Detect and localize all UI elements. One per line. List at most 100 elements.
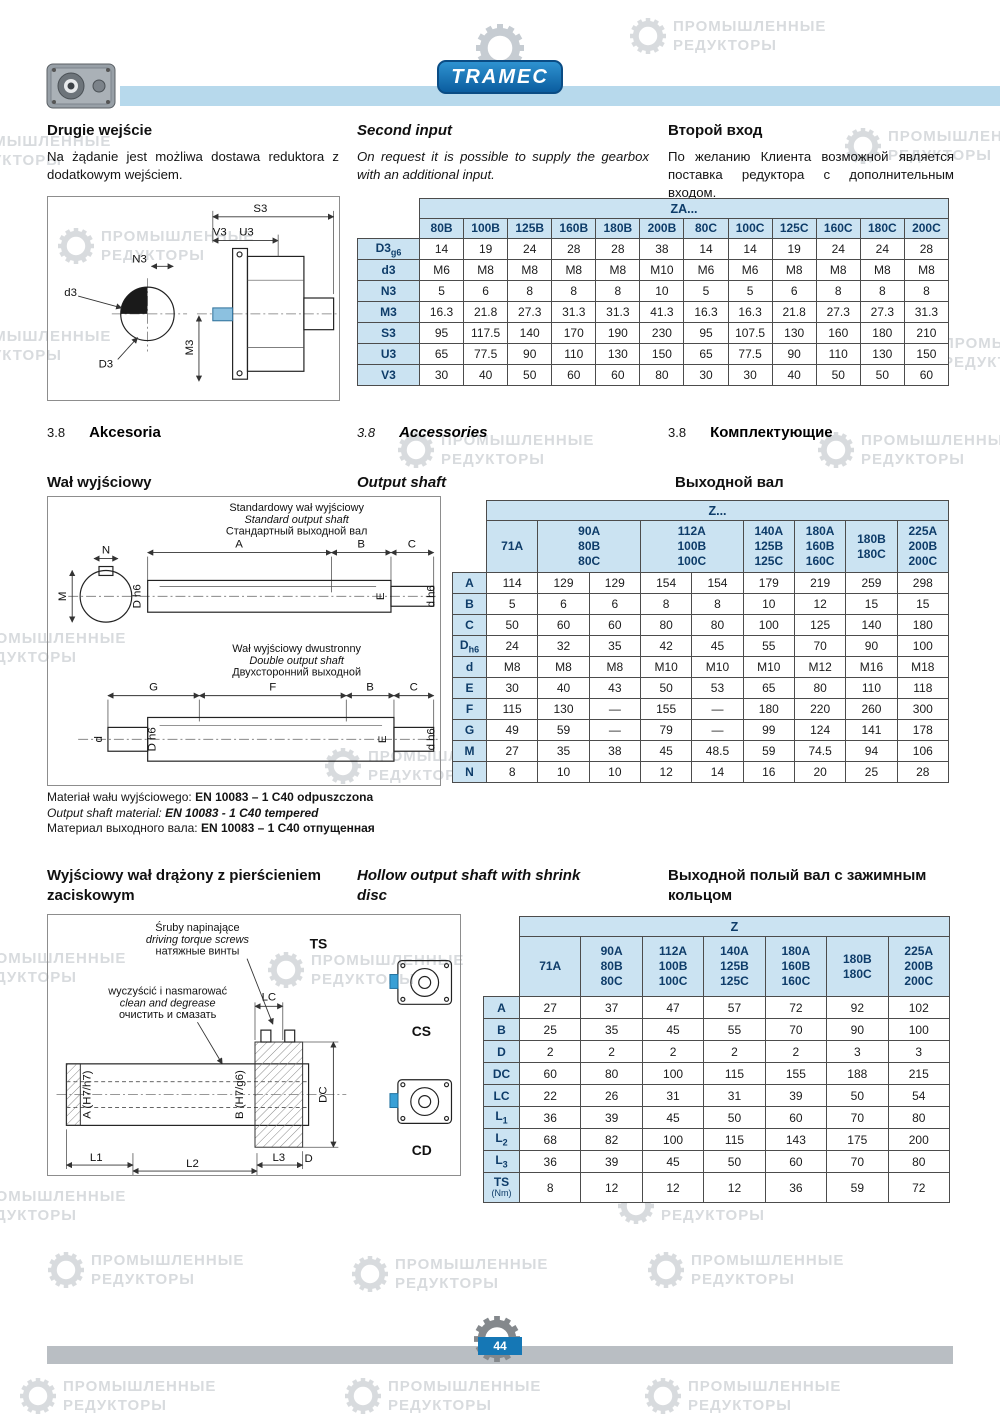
heading-output-shaft-en: Output shaft bbox=[357, 474, 447, 491]
watermark-line: ПРОМЫШЛЕННЫЕ bbox=[691, 1252, 845, 1269]
table-cell: 16.3 bbox=[418, 301, 465, 323]
dim-label-c2: C bbox=[410, 682, 418, 694]
label-ts: TS bbox=[310, 936, 328, 952]
table-cell: 80 bbox=[887, 1150, 951, 1173]
paragraph-second-input-pl: Na żądanie jest możliwa dostawa reduktor… bbox=[47, 149, 339, 183]
table-cell: M8 bbox=[771, 259, 817, 281]
table-cell: M18 bbox=[896, 656, 950, 678]
table-title: ZA... bbox=[419, 198, 949, 219]
table-cell: — bbox=[588, 698, 641, 720]
table-cell: 150 bbox=[639, 343, 685, 365]
table-cell: 77.5 bbox=[727, 343, 773, 365]
table-cell: 32 bbox=[537, 635, 590, 657]
row-label: U3 bbox=[357, 343, 420, 365]
table-cell: 8 bbox=[859, 280, 905, 302]
table-cell: 12 bbox=[639, 761, 693, 783]
table-cell: 15 bbox=[845, 593, 898, 615]
table-cell: — bbox=[588, 719, 641, 741]
table-cell: 143 bbox=[764, 1128, 828, 1151]
table-cell: 106 bbox=[896, 740, 950, 762]
label-b-fit: B (H7/g6) bbox=[234, 1070, 246, 1119]
paragraph-second-input-ru: По желанию Клиента возможной является по… bbox=[668, 149, 954, 201]
table-cell: 6 bbox=[771, 280, 817, 302]
table-cell: 14 bbox=[683, 238, 729, 260]
table-cell: 130 bbox=[537, 698, 590, 720]
table-cell: 114 bbox=[485, 572, 539, 594]
column-header: 225A 200B 200C bbox=[896, 520, 950, 573]
watermark-line: ПРОМЫШЛЕННЫЕ bbox=[388, 1378, 542, 1395]
table-cell: 27.3 bbox=[859, 301, 905, 323]
table-cell: 59 bbox=[826, 1172, 889, 1203]
table-cell: — bbox=[691, 698, 744, 720]
table-cell: 8 bbox=[815, 280, 861, 302]
dim-label-e: E bbox=[375, 592, 387, 600]
blank-cell bbox=[484, 917, 520, 937]
table-cell: 219 bbox=[793, 572, 847, 594]
table-cell: 55 bbox=[703, 1018, 766, 1041]
table-cell: 68 bbox=[518, 1128, 582, 1151]
row-label: Dh6 bbox=[452, 635, 487, 657]
table-cell: 110 bbox=[845, 677, 898, 699]
table-cell: M8 bbox=[551, 259, 597, 281]
caption-standard-en: Standard output shaft bbox=[244, 514, 349, 526]
cs-view bbox=[389, 960, 453, 1005]
dim-label-b: B bbox=[357, 539, 365, 551]
table-cell: 8 bbox=[485, 761, 539, 783]
table-cell: M6 bbox=[418, 259, 465, 281]
dim-label-d3-cap: D3 bbox=[99, 358, 114, 370]
watermark-line: РЕДУКТОРЫ bbox=[395, 1274, 499, 1292]
table-cell: 19 bbox=[771, 238, 817, 260]
blank-cell bbox=[358, 219, 420, 239]
table-cell: 60 bbox=[595, 364, 641, 386]
output-shaft-diagram: Standardowy wał wyjściowy Standard outpu… bbox=[47, 496, 441, 786]
watermark-line: РЕДУКТОРЫ bbox=[861, 450, 965, 468]
table-cell: 30 bbox=[485, 677, 539, 699]
table-cell: 12 bbox=[641, 1172, 705, 1203]
table-cell: 55 bbox=[742, 635, 795, 657]
heading-second-input-ru: Второй вход bbox=[668, 122, 763, 139]
table-cell: 50 bbox=[703, 1150, 766, 1173]
table-cell: M8 bbox=[595, 259, 641, 281]
table-cell: 72 bbox=[764, 996, 828, 1019]
table-cell: 70 bbox=[764, 1018, 828, 1041]
table-cell: 65 bbox=[418, 343, 465, 365]
watermark-line: РЕДУКТОРЫ bbox=[661, 1206, 765, 1224]
watermark-line: ПРОМЫШЛЕННЫЕ bbox=[0, 950, 127, 967]
table-cell: 14 bbox=[418, 238, 465, 260]
table-cell: 117.5 bbox=[463, 322, 509, 344]
blank-cell bbox=[453, 521, 487, 573]
watermark-line: РЕДУКТОРЫ bbox=[943, 353, 1000, 371]
row-label: C bbox=[452, 614, 487, 636]
column-header: 112A 100B 100C bbox=[641, 936, 705, 997]
table-cell: 28 bbox=[903, 238, 950, 260]
table-cell: 14 bbox=[691, 761, 744, 783]
table-cell: 2 bbox=[580, 1040, 643, 1063]
row-label: TS(Nm) bbox=[483, 1172, 520, 1203]
row-label: E bbox=[452, 677, 487, 699]
table-cell: 50 bbox=[507, 364, 553, 386]
table-cell: M8 bbox=[485, 656, 539, 678]
table-cell: 188 bbox=[826, 1062, 889, 1085]
section-title: Akcesoria bbox=[89, 424, 161, 441]
row-label: G bbox=[452, 719, 487, 741]
dim-label-n3: N3 bbox=[132, 253, 147, 265]
column-header: 90A 80B 80C bbox=[580, 936, 643, 997]
column-header: 71A bbox=[485, 520, 539, 573]
table-cell: 60 bbox=[537, 614, 590, 636]
table-cell: 40 bbox=[771, 364, 817, 386]
note-screws-ru: натяжные винты bbox=[156, 946, 240, 958]
watermark-line: РЕДУКТОРЫ bbox=[691, 1270, 795, 1288]
column-header: 180A 160B 160C bbox=[764, 936, 828, 997]
